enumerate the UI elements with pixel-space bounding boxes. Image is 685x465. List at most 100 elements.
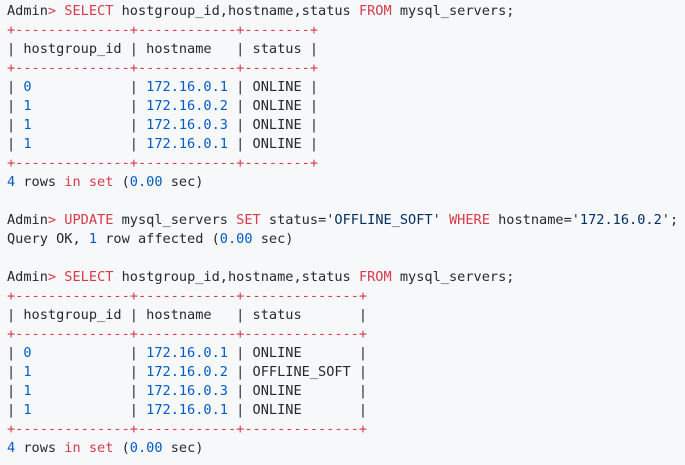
string-literal: 'OFFLINE_SOFT' (326, 212, 441, 228)
sql-keyword: in (64, 174, 81, 190)
table-border: +--------------+------------+--------+ (7, 60, 318, 76)
sql-keyword: SET (236, 212, 261, 228)
sql-keyword: WHERE (448, 212, 490, 228)
output-text: | (31, 136, 147, 152)
output-text: | (7, 79, 24, 95)
number-literal: 1 (23, 136, 32, 152)
output-text: | (7, 345, 24, 361)
terminal-line: +--------------+------------+--------+ (7, 154, 685, 173)
output-text: | (31, 383, 147, 399)
output-text: | ONLINE | (227, 98, 319, 114)
output-text: | ONLINE | (227, 136, 319, 152)
sql-keyword: UPDATE (64, 212, 114, 228)
number-literal: 0 (23, 79, 32, 95)
terminal-line: Query OK, 1 row affected (0.00 sec) (7, 230, 685, 249)
terminal-line: +--------------+------------+-----------… (7, 325, 685, 344)
sql-keyword: set (88, 174, 114, 190)
terminal-line: Admin> UPDATE mysql_servers SET status='… (7, 211, 685, 230)
output-text: | ONLINE | (227, 383, 368, 399)
output-text: | (7, 98, 24, 114)
number-literal: 172.16.0.1 (146, 402, 228, 418)
terminal-line: 4 rows in set (0.00 sec) (7, 173, 685, 192)
output-text: ( (113, 440, 130, 456)
output-text (81, 440, 89, 456)
terminal-line: | 0 | 172.16.0.1 | ONLINE | (7, 78, 685, 97)
table-border: +--------------+------------+-----------… (7, 421, 368, 437)
sql-keyword: FROM (358, 3, 392, 19)
terminal-line: | 1 | 172.16.0.3 | ONLINE | (7, 382, 685, 401)
terminal-line: +--------------+------------+--------+ (7, 21, 685, 40)
table-border: +--------------+------------+--------+ (7, 155, 318, 171)
terminal-line: Admin> SELECT hostgroup_id,hostname,stat… (7, 2, 685, 21)
terminal-line: | hostgroup_id | hostname | status | (7, 306, 685, 325)
output-text: row affected ( (97, 231, 220, 247)
output-text: | OFFLINE_SOFT | (227, 364, 368, 380)
output-text: | (31, 117, 147, 133)
number-literal: 172.16.0.3 (146, 117, 228, 133)
output-text: rows (15, 440, 65, 456)
output-text: | (31, 98, 147, 114)
number-literal: 0.00 (219, 231, 253, 247)
sql-keyword: set (88, 440, 114, 456)
output-text: | ONLINE | (227, 79, 319, 95)
output-text: hostgroup_id,hostname,status (113, 269, 359, 285)
number-literal: 172.16.0.2 (146, 364, 228, 380)
number-literal: 1 (23, 364, 32, 380)
output-text: | (31, 79, 147, 95)
blank-line (7, 249, 685, 268)
prompt-label: Admin (7, 3, 48, 19)
terminal-line: | 0 | 172.16.0.1 | ONLINE | (7, 344, 685, 363)
terminal-line: | 1 | 172.16.0.2 | OFFLINE_SOFT | (7, 363, 685, 382)
number-literal: 1 (88, 231, 98, 247)
output-text: | hostgroup_id | hostname | status | (7, 41, 318, 57)
sql-keyword: SELECT (64, 3, 114, 19)
blank-line (7, 192, 685, 211)
output-text: sec) (162, 440, 204, 456)
output-text (441, 212, 449, 228)
number-literal: 0.00 (129, 440, 163, 456)
output-text: | ONLINE | (227, 402, 368, 418)
output-text: status= (260, 212, 327, 228)
output-text: | ONLINE | (227, 117, 319, 133)
table-border: +--------------+------------+-----------… (7, 288, 368, 304)
string-literal: '172.16.0.2' (571, 212, 670, 228)
terminal-line: | 1 | 172.16.0.1 | ONLINE | (7, 135, 685, 154)
prompt-symbol: > (47, 3, 65, 19)
table-border: +--------------+------------+-----------… (7, 326, 368, 342)
output-text: Query OK, (7, 231, 89, 247)
output-text: mysql_servers; (391, 3, 515, 19)
table-border: +--------------+------------+--------+ (7, 22, 318, 38)
output-text: ; (669, 212, 679, 228)
number-literal: 1 (23, 383, 32, 399)
terminal-line: | 1 | 172.16.0.2 | ONLINE | (7, 97, 685, 116)
terminal-line: | 1 | 172.16.0.1 | ONLINE | (7, 401, 685, 420)
output-text: hostname= (489, 212, 572, 228)
number-literal: 0 (23, 345, 32, 361)
sql-keyword: SELECT (64, 269, 114, 285)
number-literal: 0.00 (129, 174, 163, 190)
terminal-line: +--------------+------------+-----------… (7, 420, 685, 439)
output-text: ( (113, 174, 130, 190)
output-text: | ONLINE | (227, 345, 368, 361)
terminal-line: | 1 | 172.16.0.3 | ONLINE | (7, 116, 685, 135)
number-literal: 1 (23, 98, 32, 114)
output-text: | (7, 117, 24, 133)
output-text: | (31, 402, 147, 418)
number-literal: 172.16.0.1 (146, 79, 228, 95)
output-text: | (7, 136, 24, 152)
output-text: | (7, 402, 24, 418)
number-literal: 172.16.0.1 (146, 345, 228, 361)
terminal-line: 4 rows in set (0.00 sec) (7, 439, 685, 458)
number-literal: 1 (23, 402, 32, 418)
terminal-line: | hostgroup_id | hostname | status | (7, 40, 685, 59)
output-text: hostgroup_id,hostname,status (113, 3, 359, 19)
terminal-line: +--------------+------------+--------+ (7, 59, 685, 78)
prompt-symbol: > (47, 212, 65, 228)
output-text: sec) (162, 174, 204, 190)
terminal-line: Admin> SELECT hostgroup_id,hostname,stat… (7, 268, 685, 287)
number-literal: 4 (7, 174, 16, 190)
prompt-symbol: > (47, 269, 65, 285)
prompt-label: Admin (7, 269, 48, 285)
sql-keyword: in (64, 440, 81, 456)
